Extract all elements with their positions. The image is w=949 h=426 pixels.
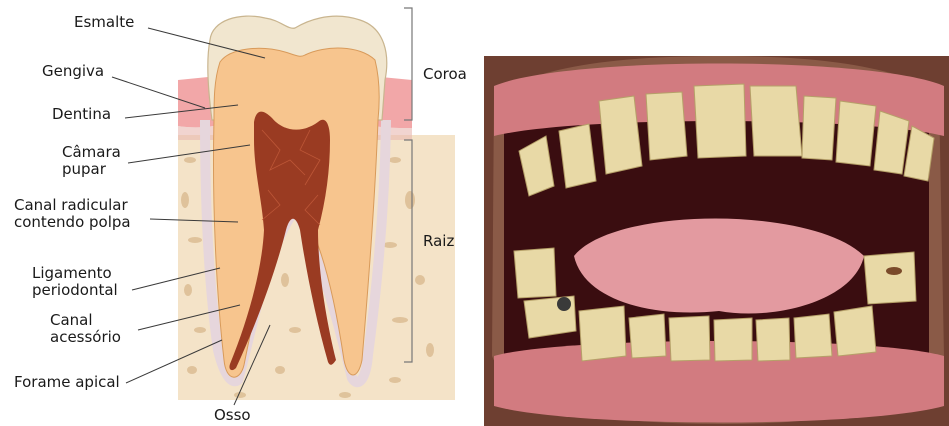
mouth-photo — [484, 56, 949, 426]
label-camara-2: pupar — [62, 160, 107, 178]
label-ligamento-2: periodontal — [32, 281, 118, 299]
label-canal-2: contendo polpa — [14, 213, 131, 231]
label-gengiva: Gengiva — [42, 62, 104, 80]
label-coroa: Coroa — [423, 65, 467, 83]
label-raiz: Raiz — [423, 232, 454, 250]
label-camara-1: Câmara — [62, 143, 121, 161]
label-osso: Osso — [214, 406, 251, 424]
tooth-anatomy-diagram: Esmalte Gengiva Dentina Câmara pupar Can… — [0, 0, 480, 426]
label-dentina: Dentina — [52, 105, 111, 123]
label-ligamento-1: Ligamento — [32, 264, 112, 282]
label-acessorio-2: acessório — [50, 328, 121, 346]
label-acessorio-1: Canal — [50, 311, 93, 329]
label-esmalte: Esmalte — [74, 13, 134, 31]
label-forame: Forame apical — [14, 373, 120, 391]
label-canal-1: Canal radicular — [14, 196, 128, 214]
